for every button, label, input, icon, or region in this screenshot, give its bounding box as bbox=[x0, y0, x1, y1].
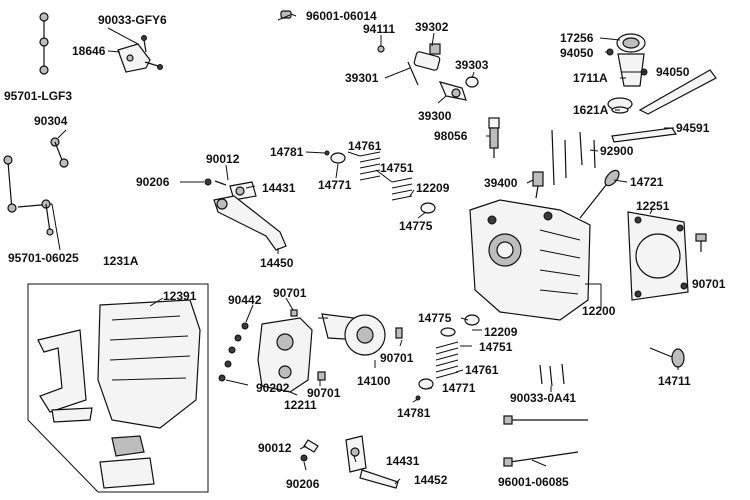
label-14761-lower: 14761 bbox=[465, 363, 499, 377]
valve-cover-assembly-box bbox=[27, 283, 209, 493]
label-17256: 17256 bbox=[560, 31, 594, 45]
camshaft-holder-12211 bbox=[218, 309, 313, 393]
washer-94111 bbox=[377, 45, 385, 53]
bolt-96001-06085 bbox=[503, 415, 588, 467]
part-number-labels: 90033-GFY6 18646 95701-LGF3 90304 95701-… bbox=[4, 9, 726, 491]
label-96001-06014: 96001-06014 bbox=[306, 9, 377, 23]
studs-90033-0a41 bbox=[539, 363, 565, 387]
label-39302: 39302 bbox=[415, 20, 449, 34]
label-12391: 12391 bbox=[163, 289, 197, 303]
label-39300: 39300 bbox=[418, 109, 452, 123]
label-1711a: 1711A bbox=[573, 71, 608, 85]
label-14761-upper: 14761 bbox=[348, 139, 382, 153]
camshaft-14100 bbox=[321, 313, 403, 356]
label-14775-upper: 14775 bbox=[399, 219, 433, 233]
label-14721: 14721 bbox=[630, 175, 664, 189]
studs-92900 bbox=[551, 129, 596, 186]
label-90202: 90202 bbox=[256, 381, 290, 395]
label-39303: 39303 bbox=[455, 58, 489, 72]
label-39301: 39301 bbox=[345, 71, 379, 85]
valve-springs-upper bbox=[324, 150, 436, 214]
label-14450: 14450 bbox=[260, 256, 294, 270]
label-90033-gfy6: 90033-GFY6 bbox=[98, 13, 167, 27]
rocker-arm-lower bbox=[300, 435, 399, 489]
label-14781-upper: 14781 bbox=[270, 145, 304, 159]
label-14452: 14452 bbox=[414, 473, 448, 487]
label-90206-lower: 90206 bbox=[286, 477, 320, 491]
rocker-arm-14431 bbox=[204, 178, 257, 201]
sensor-group-39300 bbox=[407, 43, 479, 101]
valve-springs-lower bbox=[415, 314, 480, 401]
label-39400: 39400 bbox=[484, 176, 518, 190]
label-90701-right: 90701 bbox=[692, 277, 726, 291]
label-14771-upper: 14771 bbox=[318, 178, 352, 192]
valve-14721 bbox=[579, 169, 620, 219]
label-94050-b: 94050 bbox=[656, 65, 690, 79]
valve-14711 bbox=[649, 347, 685, 368]
label-14711: 14711 bbox=[658, 374, 691, 388]
label-90012-upper: 90012 bbox=[206, 152, 240, 166]
label-90701-middle: 90701 bbox=[380, 351, 414, 365]
label-12211: 12211 bbox=[284, 398, 317, 412]
label-94050-a: 94050 bbox=[560, 46, 594, 60]
label-95701-lgf3: 95701-LGF3 bbox=[4, 89, 72, 103]
bolt-90701-lower bbox=[317, 371, 326, 381]
label-14431-upper: 14431 bbox=[262, 181, 296, 195]
label-14751-upper: 14751 bbox=[380, 161, 414, 175]
label-18646: 18646 bbox=[72, 44, 106, 58]
cylinder-head-12200 bbox=[469, 199, 591, 321]
label-12251: 12251 bbox=[636, 199, 670, 213]
label-96001-06085: 96001-06085 bbox=[498, 475, 569, 489]
label-90304: 90304 bbox=[34, 114, 68, 128]
label-90701-upper: 90701 bbox=[273, 286, 307, 300]
bolt-set-95701-06025 bbox=[3, 155, 54, 236]
bolt-96001-06014 bbox=[280, 10, 297, 19]
label-94111: 94111 bbox=[363, 22, 395, 36]
label-14431-lower: 14431 bbox=[386, 454, 420, 468]
label-14751-lower: 14751 bbox=[479, 340, 513, 354]
label-14775-lower: 14775 bbox=[418, 311, 452, 325]
sensor-39400 bbox=[532, 171, 544, 199]
bolt-90304 bbox=[50, 137, 69, 168]
label-94591: 94591 bbox=[676, 121, 710, 135]
bracket-18646 bbox=[117, 35, 163, 73]
label-1621a: 1621A bbox=[573, 103, 609, 117]
bolt-95701-lgf3 bbox=[39, 12, 49, 75]
label-14771-lower: 14771 bbox=[442, 381, 476, 395]
label-14781-lower: 14781 bbox=[397, 406, 431, 420]
label-12209-lower: 12209 bbox=[484, 325, 518, 339]
leader-lines bbox=[51, 14, 679, 485]
gasket-12251 bbox=[627, 211, 689, 301]
label-90701-lower: 90701 bbox=[307, 386, 341, 400]
bolt-90701-right bbox=[695, 233, 707, 252]
label-92900: 92900 bbox=[600, 144, 634, 158]
label-90012-lower: 90012 bbox=[258, 441, 292, 455]
label-12200: 12200 bbox=[582, 304, 616, 318]
thermostat-housing-17256 bbox=[606, 33, 648, 114]
label-14100: 14100 bbox=[357, 374, 391, 388]
rocker-shaft-14450 bbox=[213, 195, 287, 251]
label-98056: 98056 bbox=[434, 129, 468, 143]
label-90442: 90442 bbox=[228, 293, 262, 307]
label-90033-0a41: 90033-0A41 bbox=[510, 391, 576, 405]
spark-plug-98056 bbox=[488, 117, 500, 158]
hose-94591 bbox=[611, 69, 717, 143]
label-90206-upper: 90206 bbox=[136, 175, 170, 189]
label-1231a: 1231A bbox=[103, 254, 139, 268]
label-12209-upper: 12209 bbox=[416, 181, 450, 195]
label-95701-06025: 95701-06025 bbox=[8, 251, 79, 265]
